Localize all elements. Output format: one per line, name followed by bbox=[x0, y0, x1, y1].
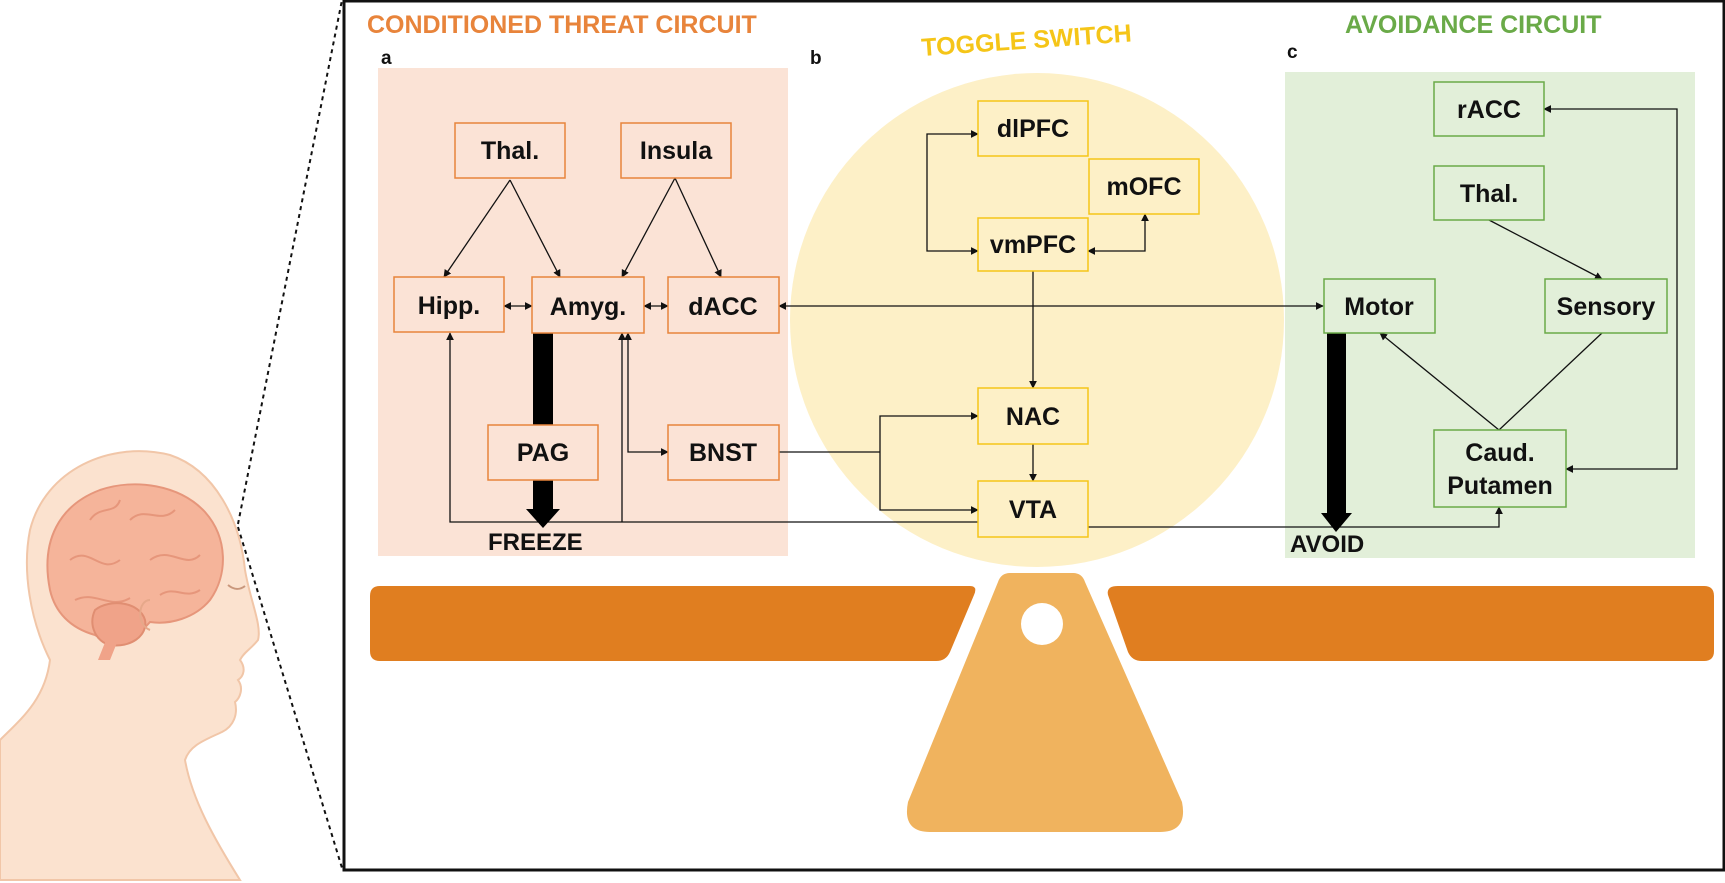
edge-split-nac bbox=[879, 412, 979, 452]
edge-vta-caud bbox=[1088, 506, 1503, 528]
node-pag-box bbox=[487, 424, 599, 481]
freeze-arrow-head bbox=[526, 509, 560, 528]
cerebellum-shape bbox=[91, 602, 147, 647]
avoid-nodes bbox=[1323, 81, 1668, 508]
ear-shape bbox=[139, 599, 151, 631]
edge-insula-amyg bbox=[621, 177, 676, 278]
brain-folds bbox=[69, 499, 201, 603]
toggle-nodes bbox=[977, 100, 1200, 538]
figure-frame bbox=[342, 0, 1725, 872]
node-athal-box bbox=[1433, 165, 1545, 221]
node-thal-box bbox=[454, 122, 566, 179]
edge-split-vta bbox=[879, 452, 979, 514]
avoidance-circuit-title: AVOIDANCE CIRCUIT bbox=[1345, 11, 1601, 39]
node-racc-box bbox=[1433, 81, 1545, 137]
edge-insula-dacc bbox=[674, 177, 722, 278]
node-bnst: BNST bbox=[689, 439, 757, 467]
edge-thal-hipp bbox=[443, 179, 511, 278]
node-dacc: dACC bbox=[688, 293, 757, 321]
seesaw-fulcrum bbox=[906, 573, 1184, 832]
panel-letter-a: a bbox=[381, 48, 392, 69]
node-hipp: Hipp. bbox=[418, 292, 481, 320]
toggle-node-labels: dlPFC mOFC vmPFC NAC VTA bbox=[990, 115, 1182, 524]
fulcrum-pivot-hole bbox=[1021, 603, 1063, 645]
node-mofc-box bbox=[1088, 158, 1200, 215]
node-insula: Insula bbox=[640, 137, 713, 165]
node-caud-line2: Putamen bbox=[1447, 472, 1553, 500]
avoid-arrow-head bbox=[1321, 513, 1352, 532]
edge-dlpfc-vmpfc bbox=[926, 130, 979, 255]
node-caud-box bbox=[1433, 429, 1567, 508]
zoom-line-top bbox=[237, 0, 343, 525]
brainstem-shape bbox=[98, 640, 118, 660]
panel-letter-b: b bbox=[810, 48, 822, 69]
node-pag: PAG bbox=[517, 439, 569, 467]
toggle-edges bbox=[926, 130, 1503, 528]
node-nac-box bbox=[977, 387, 1089, 445]
node-amyg-box bbox=[531, 276, 645, 334]
node-insula-box bbox=[620, 122, 732, 179]
node-thal: Thal. bbox=[481, 137, 539, 165]
threat-edges bbox=[443, 177, 1324, 523]
node-caud-line1: Caud. bbox=[1465, 439, 1534, 467]
threat-circuit-title: CONDITIONED THREAT CIRCUIT bbox=[367, 11, 757, 39]
closed-eye bbox=[227, 584, 246, 590]
freeze-label: FREEZE bbox=[488, 529, 583, 556]
node-hipp-box bbox=[393, 276, 505, 333]
toggle-switch-title: TOGGLE SWITCH bbox=[920, 19, 1132, 62]
node-racc: rACC bbox=[1457, 96, 1521, 124]
node-vta: VTA bbox=[1009, 496, 1057, 524]
panel-letter-c: c bbox=[1287, 42, 1298, 63]
edge-vmpfc-mofc bbox=[1087, 213, 1149, 255]
edge-thal-amyg bbox=[509, 179, 561, 278]
node-sensory-box bbox=[1544, 278, 1668, 334]
head-illustration bbox=[0, 450, 260, 881]
zoom-line-bottom bbox=[237, 526, 343, 869]
node-vmpfc-box bbox=[977, 217, 1089, 272]
edge-vta-hipp bbox=[446, 332, 978, 523]
node-bnst-box bbox=[667, 424, 780, 481]
avoid-node-labels: rACC Thal. Motor Sensory Caud. Putamen bbox=[1344, 96, 1655, 500]
node-nac: NAC bbox=[1006, 403, 1060, 431]
node-dlpfc: dlPFC bbox=[997, 115, 1069, 143]
seesaw bbox=[370, 573, 1714, 832]
node-athal: Thal. bbox=[1460, 180, 1518, 208]
threat-node-labels: Thal. Insula Hipp. Amyg. dACC PAG BNST bbox=[418, 137, 758, 467]
node-vmpfc: vmPFC bbox=[990, 231, 1076, 259]
node-dacc-box bbox=[667, 276, 780, 334]
freeze-arrow-shaft bbox=[533, 333, 553, 511]
seesaw-beam-left bbox=[370, 586, 976, 661]
avoid-arrow-shaft bbox=[1327, 333, 1346, 515]
threat-nodes bbox=[393, 122, 780, 481]
node-motor: Motor bbox=[1344, 293, 1414, 321]
avoid-label: AVOID bbox=[1290, 531, 1364, 558]
node-sensory: Sensory bbox=[1557, 293, 1656, 321]
node-amyg: Amyg. bbox=[550, 293, 626, 321]
edge-caud-racc bbox=[1543, 105, 1678, 473]
node-motor-box bbox=[1323, 278, 1436, 334]
edge-bnst-amyg bbox=[624, 332, 669, 456]
node-mofc: mOFC bbox=[1107, 173, 1182, 201]
seesaw-beam-right bbox=[1107, 586, 1714, 661]
node-vta-box bbox=[977, 480, 1089, 538]
node-dlpfc-box bbox=[977, 100, 1089, 157]
